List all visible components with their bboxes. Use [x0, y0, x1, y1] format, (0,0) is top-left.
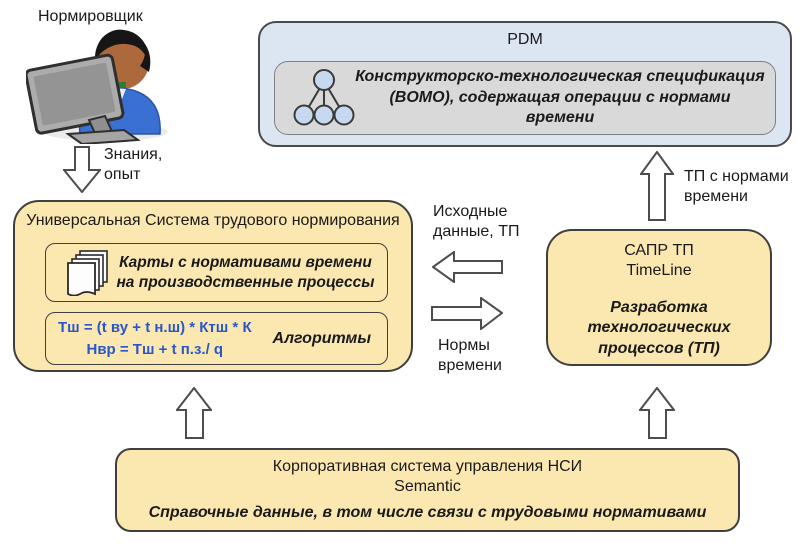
formula-line-2: Нвр = Тш + t п.з./ q [86, 340, 224, 358]
arrow-usn-to-sapr-icon [431, 297, 503, 330]
sapr-desc: Разработка технологических процессов (ТП… [587, 298, 731, 357]
arrow-nsi-to-sapr-icon [639, 387, 675, 439]
label-tp-with-norms: ТП с нормами времени [684, 168, 789, 206]
usn-formula-panel: Тш = (t ву + t н.ш) * Ктш * К Нвр = Тш +… [45, 312, 388, 365]
pdm-spec-panel: Конструкторско-технологическая специфика… [274, 61, 776, 135]
usn-box: Универсальная Система трудового нормиров… [13, 200, 413, 372]
arrow-nsi-to-usn-icon [176, 387, 212, 439]
usn-cards-text: Карты с нормативами времени на производс… [116, 254, 375, 291]
pdm-spec-text: Конструкторско-технологическая специфика… [355, 68, 765, 127]
usn-cards-panel: Карты с нормативами времени на производс… [45, 243, 388, 302]
sapr-box: САПР ТП TimeLine Разработка технологичес… [546, 229, 772, 366]
arrow-sapr-to-usn-icon [432, 251, 503, 283]
nsi-title: Корпоративная система управления НСИ [272, 458, 583, 475]
nsi-desc: Справочные данные, в том числе связи с т… [148, 503, 707, 521]
algorithms-label: Алгоритмы [272, 329, 371, 347]
knowledge-arrow-down-icon [63, 146, 101, 193]
arrow-sapr-to-pdm-icon [640, 151, 674, 221]
actor-label: Нормировщик [38, 8, 143, 25]
formula-line-1: Тш = (t ву + t н.ш) * Ктш * К [58, 318, 252, 336]
person-at-computer-icon [26, 22, 176, 144]
documents-stack-icon [66, 249, 110, 296]
sapr-title: САПР ТП [624, 242, 694, 259]
knowledge-label: Знания, опыт [104, 146, 163, 184]
pdm-title: PDM [507, 31, 543, 48]
label-source-data: Исходные данные, ТП [433, 203, 520, 241]
nsi-box: Корпоративная система управления НСИ Sem… [115, 448, 740, 532]
usn-title: Универсальная Система трудового нормиров… [26, 212, 400, 229]
sapr-subtitle: TimeLine [626, 262, 692, 280]
nsi-subtitle: Semantic [394, 478, 461, 496]
pdm-box: PDM Конструкторско-технологическая специ… [258, 21, 792, 147]
label-time-norms: Нормы времени [438, 337, 502, 375]
bom-tree-icon [293, 69, 355, 127]
